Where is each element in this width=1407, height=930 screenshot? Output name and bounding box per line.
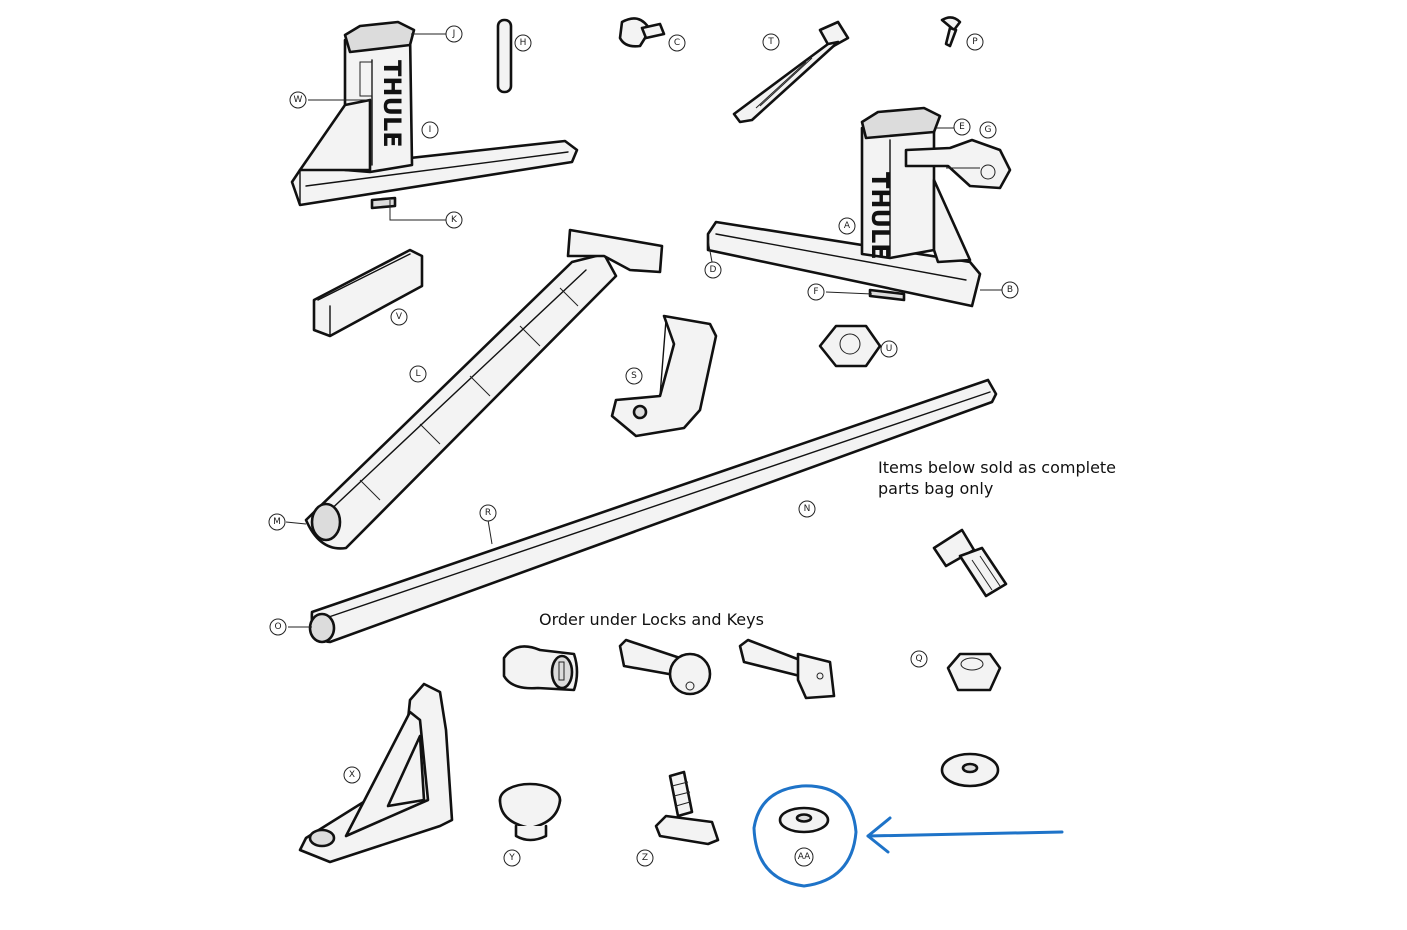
part-l-arm xyxy=(304,228,664,550)
callout-b: B xyxy=(1001,281,1019,299)
callouts: J H C T P W I E G K A D F B V U S L N R … xyxy=(268,25,1019,867)
callout-aa: AA xyxy=(794,847,814,867)
svg-text:O: O xyxy=(274,622,281,632)
svg-text:I: I xyxy=(429,125,432,135)
callout-m: M xyxy=(268,513,286,531)
note-order-locks: Order under Locks and Keys xyxy=(539,610,764,629)
svg-text:H: H xyxy=(520,38,527,48)
svg-text:R: R xyxy=(485,508,491,518)
svg-text:U: U xyxy=(886,344,893,354)
callout-w: W xyxy=(289,91,307,109)
callout-u: U xyxy=(880,340,898,358)
part-y-knob xyxy=(498,782,562,842)
callout-s: S xyxy=(625,367,643,385)
svg-text:AA: AA xyxy=(798,852,811,862)
callout-e: E xyxy=(953,118,971,136)
part-c-screw xyxy=(618,17,666,48)
highlight-arrow-shaft xyxy=(866,830,1064,838)
part-t-bolt xyxy=(732,20,850,124)
callout-p: P xyxy=(966,33,984,51)
callout-c: C xyxy=(668,34,686,52)
callout-v: V xyxy=(390,308,408,326)
part-n-bar xyxy=(308,378,998,644)
highlight-circle xyxy=(752,784,858,888)
part-h-pin xyxy=(496,18,513,94)
svg-text:F: F xyxy=(813,287,818,297)
highlight-annotation xyxy=(752,784,1064,888)
svg-text:E: E xyxy=(959,122,965,132)
note-items-below: Items below sold as complete parts bag o… xyxy=(878,458,1117,498)
svg-text:D: D xyxy=(710,265,717,275)
part-q-nut xyxy=(946,652,1002,692)
callout-x: X xyxy=(343,766,361,784)
part-s-clip xyxy=(610,314,718,438)
part-key-round xyxy=(618,638,712,696)
svg-text:K: K xyxy=(451,215,458,225)
svg-text:A: A xyxy=(844,221,851,231)
callout-o: O xyxy=(269,618,287,636)
svg-text:S: S xyxy=(631,371,637,381)
callout-n: N xyxy=(798,500,816,518)
callout-a: A xyxy=(838,217,856,235)
svg-text:G: G xyxy=(985,125,992,135)
svg-text:B: B xyxy=(1007,285,1013,295)
part-lock-cylinder xyxy=(502,645,579,692)
callout-q: Q xyxy=(910,650,928,668)
part-carriage-bolt xyxy=(932,528,1008,598)
svg-text:C: C xyxy=(674,38,680,48)
part-u-nut xyxy=(818,324,882,368)
tower-foot-right: THULE xyxy=(706,106,1012,308)
svg-text:M: M xyxy=(273,517,281,527)
tower-foot-left: THULE xyxy=(290,20,579,210)
part-x-bracket xyxy=(298,682,454,864)
leader-lines xyxy=(285,33,1002,628)
svg-text:N: N xyxy=(804,504,811,514)
svg-text:L: L xyxy=(415,369,420,379)
callout-i: I xyxy=(421,121,439,139)
svg-text:Z: Z xyxy=(642,853,648,863)
callout-y: Y xyxy=(503,849,521,867)
thule-logo-right: THULE xyxy=(866,172,894,260)
svg-text:J: J xyxy=(452,29,456,39)
part-p-screw xyxy=(940,16,962,48)
part-washer xyxy=(940,752,1000,788)
svg-text:Y: Y xyxy=(508,853,515,863)
part-aa-washer xyxy=(778,806,830,834)
callout-j: J xyxy=(445,25,463,43)
callout-l: L xyxy=(409,365,427,383)
svg-text:T: T xyxy=(767,37,774,47)
callout-r: R xyxy=(479,504,497,522)
part-v-channel xyxy=(312,248,424,338)
part-z-tbolt xyxy=(654,770,720,846)
svg-text:V: V xyxy=(396,312,403,322)
thule-logo-left: THULE xyxy=(378,60,406,148)
highlight-arrow-head xyxy=(866,816,892,854)
callout-h: H xyxy=(514,34,532,52)
svg-text:W: W xyxy=(294,95,303,105)
callout-t: T xyxy=(762,33,780,51)
callout-d: D xyxy=(704,261,722,279)
callout-f: F xyxy=(807,283,825,301)
svg-text:P: P xyxy=(972,37,978,47)
callout-g: G xyxy=(979,121,997,139)
svg-text:X: X xyxy=(349,770,355,780)
callout-k: K xyxy=(445,211,463,229)
part-key-flat xyxy=(738,638,836,700)
callout-z: Z xyxy=(636,849,654,867)
svg-text:Q: Q xyxy=(915,654,922,664)
